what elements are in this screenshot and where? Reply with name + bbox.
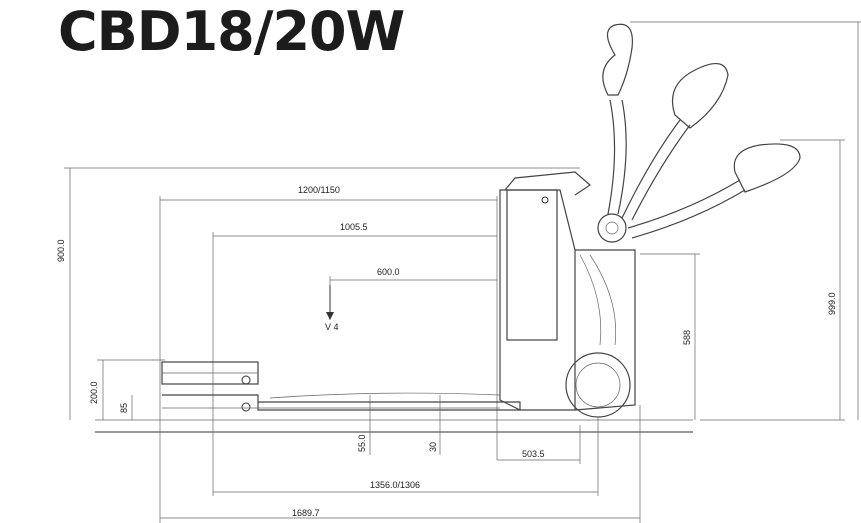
label-clearance-small: 30 — [428, 442, 438, 452]
tiller-mid — [621, 119, 681, 219]
label-fork-lowered: 85 — [119, 403, 129, 413]
handle-pivot — [597, 213, 627, 243]
label-fork-length: 1200/1150 — [298, 185, 340, 195]
label-short-length: 600.0 — [377, 267, 400, 277]
model-title: CBD18/20W — [58, 0, 405, 63]
label-handle-height: 999.0 — [827, 292, 837, 315]
drive-wheel — [565, 352, 631, 418]
fork-lowered — [162, 394, 521, 411]
label-wheelbase: 1356.0/1306 — [370, 480, 420, 490]
label-overall-length: 1689.7 — [292, 508, 320, 518]
label-body-length: 503.5 — [522, 449, 545, 459]
drive-unit — [574, 249, 636, 411]
label-mid-length: 1005.5 — [340, 222, 368, 232]
label-load-center: V 4 — [325, 322, 339, 332]
label-body-height: 588 — [682, 330, 692, 345]
label-clearance-mid: 55.0 — [357, 434, 367, 452]
tiller-vertical — [607, 99, 616, 215]
truck-body — [499, 189, 576, 411]
label-overall-height: 900.0 — [56, 239, 66, 262]
battery-cover — [506, 189, 558, 341]
label-fork-raised: 200.0 — [89, 381, 99, 404]
tiller-low — [627, 179, 741, 229]
